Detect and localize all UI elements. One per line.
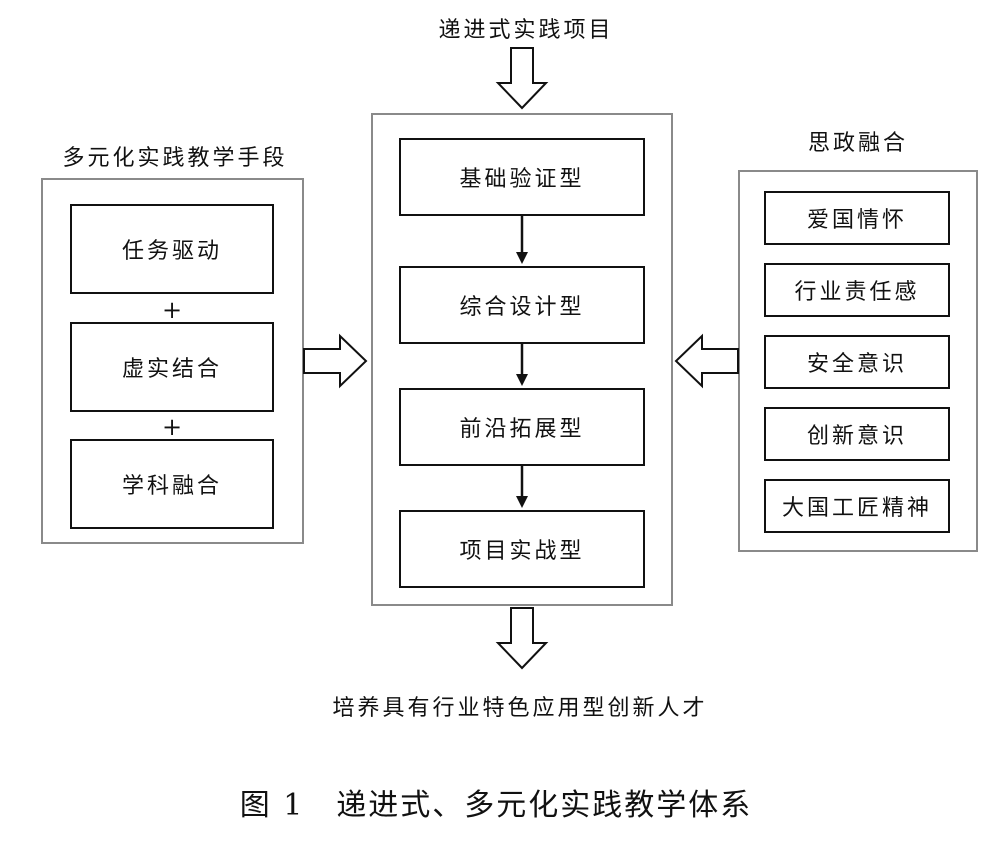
- right-group-title: 思政融合: [807, 131, 908, 156]
- left-item-discipline-fusion: 学科融合: [70, 439, 274, 529]
- center-item-basic-verification: 基础验证型: [399, 138, 645, 216]
- progression-arrow-2: [516, 344, 528, 386]
- progression-arrow-3: [516, 466, 528, 508]
- right-item-patriotism: 爱国情怀: [764, 191, 950, 245]
- center-item-comprehensive-design: 综合设计型: [399, 266, 645, 344]
- left-item-virtual-real: 虚实结合: [70, 322, 274, 412]
- right-item-craftsman-spirit: 大国工匠精神: [764, 479, 950, 533]
- top-label: 递进式实践项目: [438, 18, 614, 43]
- left-group-title: 多元化实践教学手段: [62, 146, 288, 171]
- left-item-task-driven: 任务驱动: [70, 204, 274, 294]
- right-to-center-arrow: [674, 333, 739, 389]
- plus-sign: +: [161, 296, 183, 324]
- figure-caption: 图 1 递进式、多元化实践教学体系: [239, 788, 753, 823]
- progression-arrow-1: [516, 216, 528, 264]
- right-item-industry-responsibility: 行业责任感: [764, 263, 950, 317]
- center-item-frontier-expansion: 前沿拓展型: [399, 388, 645, 466]
- right-item-innovation-awareness: 创新意识: [764, 407, 950, 461]
- center-item-project-practice: 项目实战型: [399, 510, 645, 588]
- left-to-center-arrow: [303, 333, 368, 389]
- right-item-safety-awareness: 安全意识: [764, 335, 950, 389]
- bottom-label: 培养具有行业特色应用型创新人才: [332, 696, 708, 721]
- plus-sign: +: [161, 413, 183, 441]
- bottom-output-arrow: [495, 607, 549, 670]
- top-input-arrow: [495, 47, 549, 110]
